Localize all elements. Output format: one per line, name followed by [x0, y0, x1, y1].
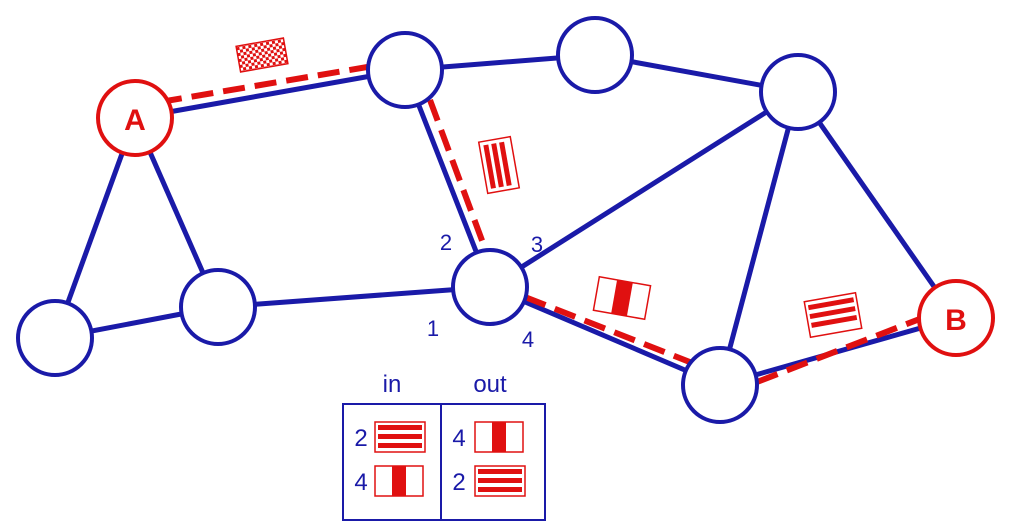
- path-top-center: [427, 98, 493, 264]
- table-row1-in-port: 2: [354, 425, 367, 452]
- link-center-bottomright: [489, 284, 721, 388]
- table-row1-out-port: 4: [452, 425, 465, 452]
- vertical-bar-icon: [374, 465, 424, 497]
- table-row2-out-port: 2: [452, 469, 465, 496]
- link-leftmid-center: [217, 284, 491, 310]
- path-a-top: [159, 61, 386, 105]
- node-a: [96, 79, 174, 157]
- link-right-b: [795, 90, 959, 320]
- horizontal-stripes-icon: [803, 291, 863, 339]
- table-out-header: out: [473, 371, 507, 398]
- node-b-label: B: [945, 304, 967, 337]
- horizontal-stripes-icon: [374, 421, 426, 453]
- port-label-3: 3: [531, 232, 543, 257]
- vertical-bar-icon: [592, 275, 652, 321]
- port-label-4: 4: [522, 327, 534, 352]
- checkerboard-icon: [235, 37, 289, 73]
- node-bottom-left: [16, 299, 94, 377]
- link-a-top: [134, 67, 406, 121]
- link-center-right: [488, 89, 800, 290]
- vertical-bar-icon: [474, 421, 524, 453]
- horizontal-stripes-icon: [474, 465, 526, 497]
- node-b: [917, 279, 995, 357]
- link-right-bottomright: [717, 91, 801, 386]
- node-center: [451, 248, 529, 326]
- vertical-stripes-icon: [477, 135, 521, 195]
- node-top-right: [556, 16, 634, 94]
- table-row2-in-port: 4: [354, 469, 367, 496]
- highlighted-path: [159, 61, 932, 385]
- node-top: [366, 31, 444, 109]
- link-a-bottomleft: [52, 117, 138, 339]
- nodes: [16, 16, 995, 424]
- node-bottom-right: [681, 346, 759, 424]
- port-label-2: 2: [440, 230, 452, 255]
- link-bottomright-b: [719, 315, 957, 388]
- node-a-label: A: [124, 104, 146, 137]
- node-left-mid: [179, 268, 257, 346]
- node-right: [759, 53, 837, 131]
- path-center-bottomright: [523, 294, 712, 373]
- port-label-1: 1: [427, 316, 439, 341]
- forwarding-table: in out 2 4 4 2: [342, 371, 546, 521]
- table-in-header: in: [383, 371, 402, 398]
